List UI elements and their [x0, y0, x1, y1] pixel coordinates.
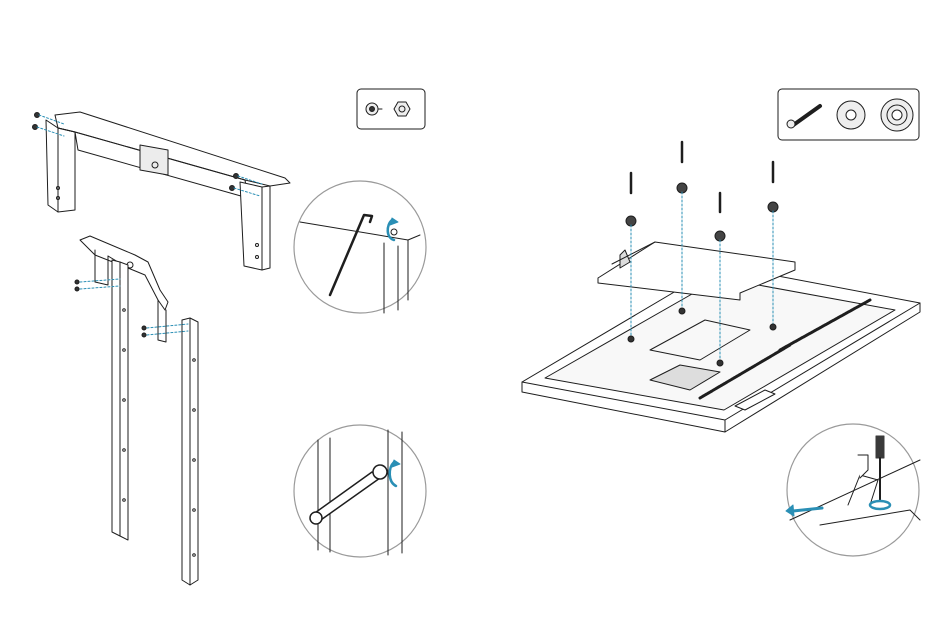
right-assembly-illustration [480, 0, 950, 624]
rail-screws [75, 279, 188, 337]
right-parts-box [778, 89, 919, 140]
washer-icon [837, 101, 865, 129]
zoom-wrench-detail [294, 425, 426, 557]
top-bracket [46, 112, 290, 270]
vertical-rail-left [112, 260, 128, 540]
spacer-icon [881, 99, 913, 131]
zoom-screwdriver-detail [786, 424, 920, 556]
vertical-rail-right [182, 318, 198, 585]
left-assembly-illustration [0, 0, 480, 624]
zoom-hex-key-detail [294, 181, 426, 313]
nut-icon [394, 102, 410, 116]
left-parts-box [357, 89, 425, 129]
